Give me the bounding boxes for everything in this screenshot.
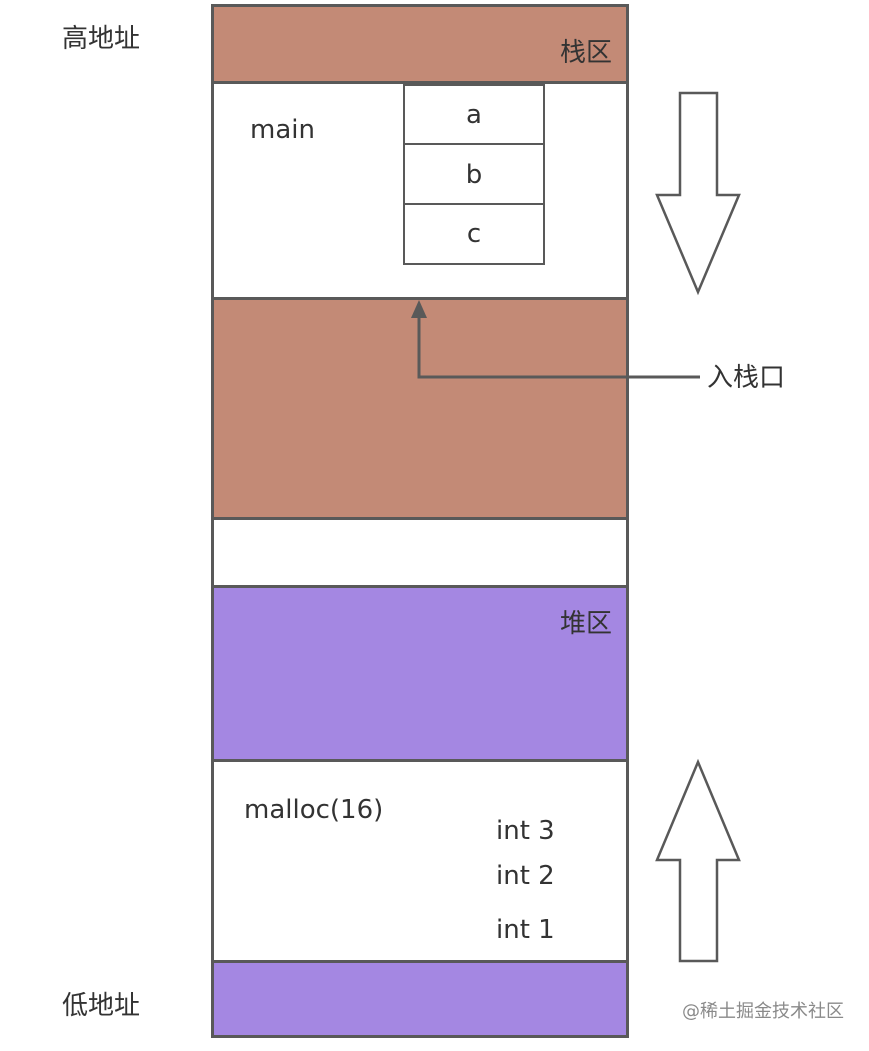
high-address-label: 高地址 (62, 24, 141, 54)
heap-item-int-2: int 2 (496, 861, 555, 891)
heap-region-bottom (211, 960, 629, 1038)
malloc-call-label: malloc(16) (244, 795, 384, 825)
main-stack-frame: main a b c (211, 81, 629, 300)
stack-variable-b: b (403, 143, 545, 206)
stack-region-label: 栈区 (559, 38, 612, 68)
main-function-label: main (250, 115, 315, 145)
stack-variable-c: c (403, 203, 545, 265)
push-entry-label: 入栈口 (707, 363, 786, 393)
low-address-label: 低地址 (62, 991, 141, 1021)
stack-variable-a: a (403, 84, 545, 146)
stack-growth-down-arrow (655, 91, 741, 296)
malloc-allocation: malloc(16) int 3 int 2 int 1 (211, 759, 629, 963)
heap-growth-up-arrow (655, 758, 741, 963)
stack-region-top: 栈区 (211, 4, 629, 84)
heap-item-int-3: int 3 (496, 816, 555, 846)
unallocated-gap (211, 517, 629, 588)
heap-region-top: 堆区 (211, 585, 629, 762)
stack-free-space (211, 297, 629, 520)
heap-item-int-1: int 1 (496, 915, 555, 945)
heap-region-label: 堆区 (559, 609, 612, 639)
watermark: @稀土掘金技术社区 (682, 1001, 844, 1022)
